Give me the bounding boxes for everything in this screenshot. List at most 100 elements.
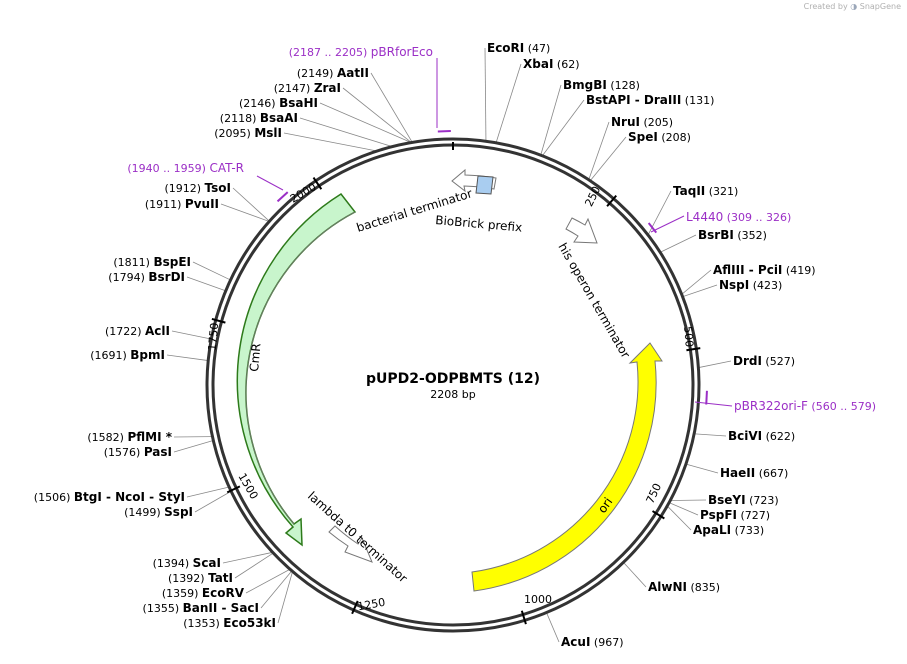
enzyme-position: (47) [524, 42, 550, 55]
enzyme-label: AlwNI (835) [648, 580, 720, 594]
primer-label: (1940 .. 1959) CAT-R [127, 161, 244, 175]
ori-arrow [471, 342, 663, 592]
enzyme-name: BsaAI [260, 111, 298, 125]
enzyme-name: EcoRV [202, 586, 245, 600]
enzyme-position: (1722) [105, 325, 145, 338]
biobrick-prefix-box [475, 175, 494, 195]
enzyme-site-scai: (1394) ScaI [153, 556, 221, 570]
leader-line [173, 440, 213, 453]
enzyme-position: (1691) [90, 349, 130, 362]
enzyme-name: XbaI [523, 57, 553, 71]
leader-line [495, 63, 522, 142]
enzyme-site-haeii: HaeII (667) [720, 466, 788, 480]
leader-line [245, 569, 290, 594]
enzyme-name: BseYI [708, 493, 746, 507]
watermark-brand: SnapGene [859, 2, 901, 11]
enzyme-name: ScaI [193, 556, 221, 570]
enzyme-name: ApaLI [693, 523, 731, 537]
snapgene-logo-icon: ◑ [850, 2, 858, 11]
enzyme-label: NruI (205) [611, 115, 673, 129]
enzyme-label: (1353) Eco53kI [183, 616, 276, 630]
enzyme-site-pspfi: PspFI (727) [700, 508, 770, 522]
leader-line [682, 269, 712, 295]
enzyme-site-bsaai: (2118) BsaAI [220, 111, 298, 125]
leader-line [683, 284, 718, 297]
enzyme-site-pflmi: (1582) PflMI * [87, 430, 172, 444]
his-operon-terminator-arrow [565, 217, 598, 244]
enzyme-position: (1506) [34, 491, 74, 504]
enzyme-position: (527) [762, 355, 795, 368]
feature-label-lambda-t0-terminator: lambda t0 terminator [305, 489, 410, 586]
enzyme-label: (1911) PvuII [145, 197, 219, 211]
enzyme-position: (1811) [113, 256, 153, 269]
enzyme-name: SpeI [628, 130, 658, 144]
enzyme-site-apali: ApaLI (733) [693, 523, 764, 537]
enzyme-name: SspI [164, 505, 193, 519]
enzyme-name: BspEI [153, 255, 191, 269]
enzyme-name: NspI [719, 278, 749, 292]
primer-range: (2187 .. 2205) [289, 46, 371, 59]
enzyme-site-aatii: (2149) AatII [297, 66, 369, 80]
leader-line [222, 552, 272, 564]
enzyme-site-bmgbi: BmgBI (128) [563, 78, 640, 92]
enzyme-position: (131) [681, 94, 714, 107]
enzyme-site-ecorv: (1359) EcoRV [162, 586, 245, 600]
leader-line [588, 121, 610, 179]
enzyme-label: (1576) PasI [104, 445, 172, 459]
enzyme-site-alwni: AlwNI (835) [648, 580, 720, 594]
enzyme-name: HaeII [720, 466, 755, 480]
enzyme-name: TatI [208, 571, 233, 585]
enzyme-labels: EcoRI (47)XbaI (62)BmgBI (128)BstAPI - D… [34, 41, 816, 649]
primer-pbrforeco: (2187 .. 2205) pBRforEco [289, 45, 451, 133]
enzyme-name: BsrDI [148, 270, 185, 284]
enzyme-position: (62) [553, 58, 579, 71]
primer-bar [647, 222, 658, 234]
enzyme-position: (1392) [168, 572, 208, 585]
tick-mark [651, 510, 665, 520]
enzyme-site-spei: SpeI (208) [628, 130, 691, 144]
enzyme-position: (622) [762, 430, 795, 443]
tick-label-1000: 1000 [524, 593, 552, 606]
primer-name: CAT-R [209, 161, 244, 175]
primer-leader [256, 175, 284, 191]
enzyme-position: (1912) [164, 182, 204, 195]
enzyme-label: AflIII - PciI (419) [713, 263, 815, 277]
primer-leader [694, 401, 733, 407]
enzyme-position: (321) [705, 185, 738, 198]
enzyme-position: (2095) [214, 127, 254, 140]
enzyme-label: (2146) BsaHI [239, 96, 318, 110]
enzyme-position: (2149) [297, 67, 337, 80]
enzyme-position: (1576) [104, 446, 144, 459]
enzyme-label: XbaI (62) [523, 57, 579, 71]
enzyme-position: (205) [640, 116, 673, 129]
leader-line [590, 136, 627, 181]
enzyme-name: AatII [337, 66, 369, 80]
enzyme-label: DrdI (527) [733, 354, 795, 368]
enzyme-site-taqii: TaqII (321) [673, 184, 738, 198]
enzyme-position: (2147) [274, 82, 314, 95]
leader-line [546, 613, 560, 643]
enzyme-position: (727) [737, 509, 770, 522]
enzyme-site-nspi: NspI (423) [719, 278, 782, 292]
enzyme-name: TsoI [205, 181, 231, 195]
tick-label-2000: 2000 [288, 180, 319, 205]
enzyme-site-pvuii: (1911) PvuII [145, 197, 219, 211]
enzyme-position: (1499) [124, 506, 164, 519]
leader-line [623, 562, 647, 588]
primer-l4440: L4440 (309 .. 326) [647, 210, 791, 234]
enzyme-label: BmgBI (128) [563, 78, 640, 92]
tick-label-500: 500 [681, 326, 696, 348]
enzyme-name: PvuII [185, 197, 219, 211]
leader-line [540, 84, 562, 155]
enzyme-site-afliii: AflIII - PciI (419) [713, 263, 815, 277]
enzyme-position: (419) [782, 264, 815, 277]
enzyme-position: (2118) [220, 112, 260, 125]
enzyme-site-banii: (1355) BanII - SacI [143, 601, 259, 615]
enzyme-isoschizomers: - NcoI - StyI [102, 490, 185, 504]
enzyme-label: NspI (423) [719, 278, 782, 292]
primer-name: pBRforEco [371, 45, 433, 59]
watermark-prefix: Created by [803, 2, 848, 11]
enzyme-label: (2118) BsaAI [220, 111, 298, 125]
enzyme-label: (1794) BsrDI [108, 270, 185, 284]
enzyme-site-zrai: (2147) ZraI [274, 81, 341, 95]
